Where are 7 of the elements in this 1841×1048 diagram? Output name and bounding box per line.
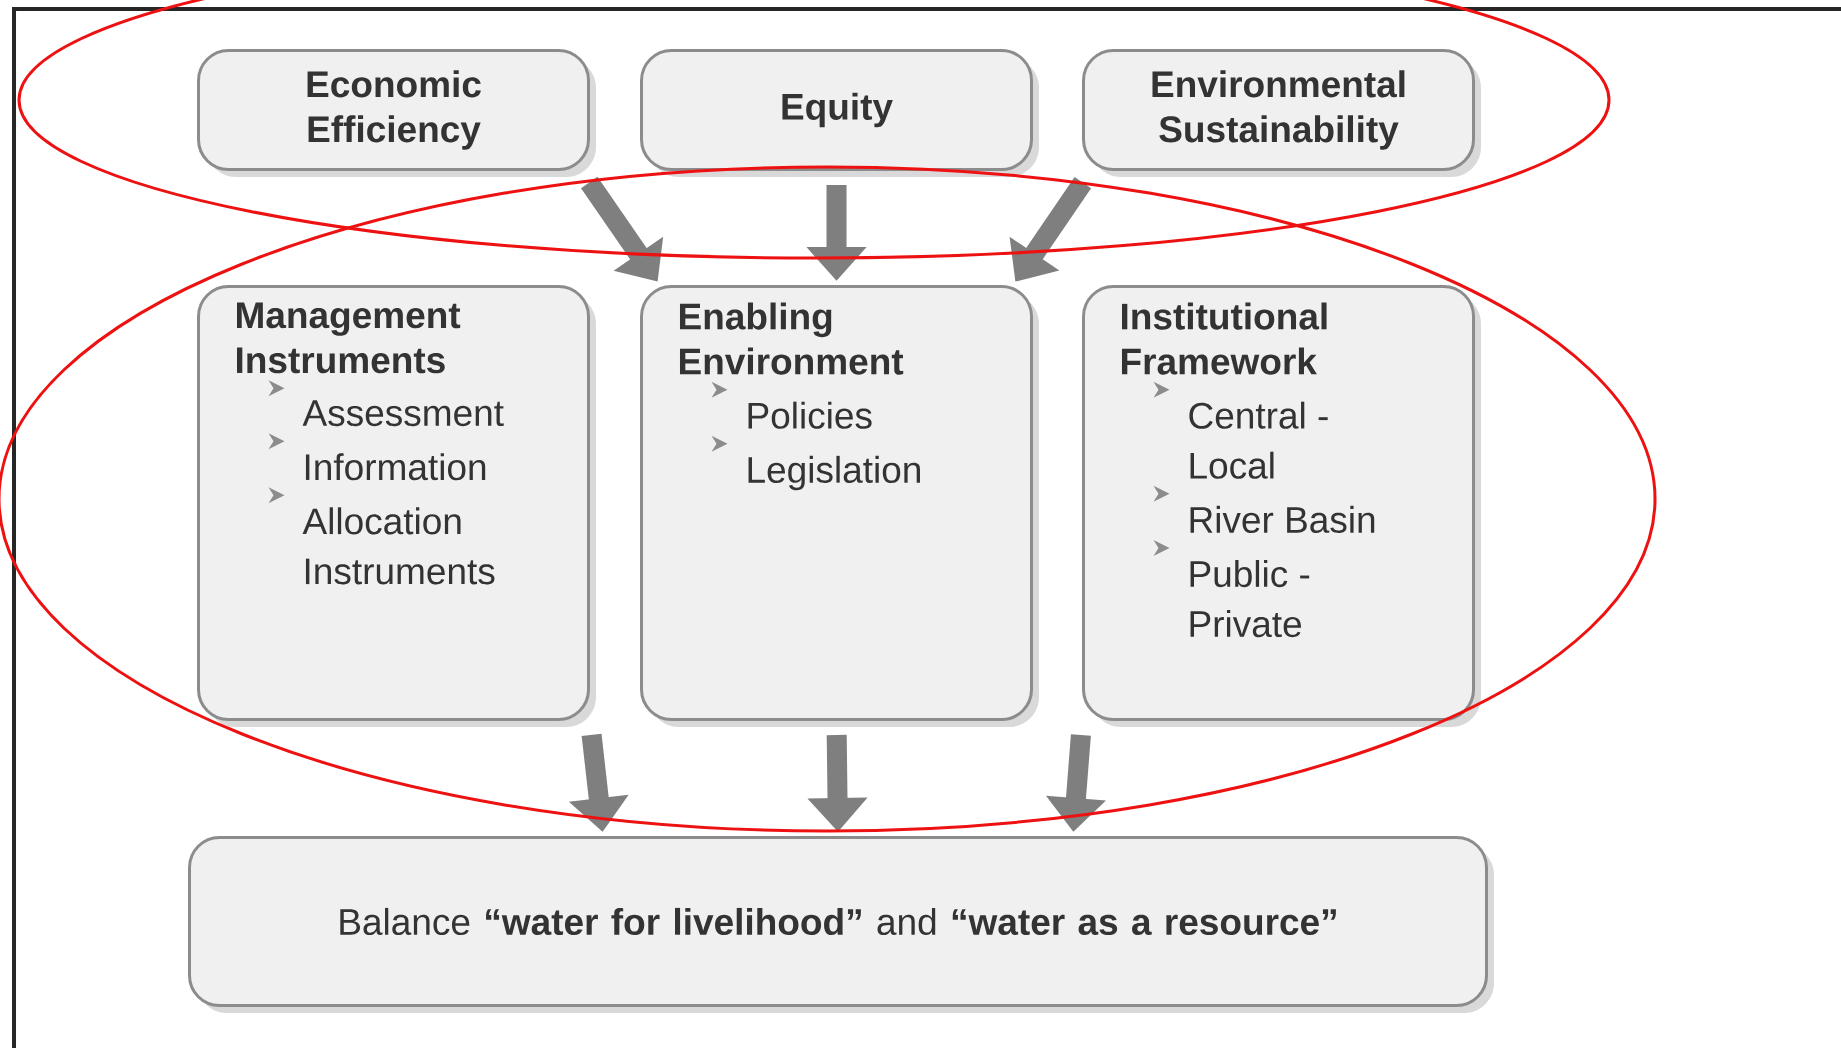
rounded-box: Institutional Framework Central - Local River Basin Public - Private <box>1082 285 1481 727</box>
rounded-box: Enabling Environment Policies Legislation <box>640 285 1039 727</box>
rounded-box: Management Instruments Assessment Information Allocation Instruments <box>197 285 596 727</box>
rounded-box: Equity <box>640 49 1039 177</box>
rounded-box: Balance “water for livelihood” and “water as a resource” <box>188 836 1494 1013</box>
rounded-box: Environmental Sustainability <box>1082 49 1481 177</box>
rounded-box: Economic Efficiency <box>197 49 596 177</box>
